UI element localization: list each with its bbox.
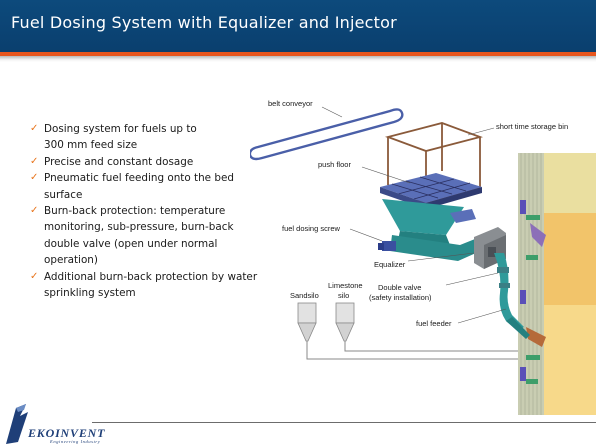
logo-tagline: Engineering Industry (50, 439, 101, 444)
label-fuel-feeder: fuel feeder (416, 319, 452, 328)
label-dosing-screw: fuel dosing screw (282, 224, 341, 233)
bullet-item: ✓ Dosing system for fuels up to 300 mm f… (30, 121, 290, 154)
bullet-text: operation) (44, 254, 98, 267)
checkmark-icon: ✓ (30, 172, 39, 184)
checkmark-icon: ✓ (30, 155, 39, 167)
label-limestone-silo: silo (338, 291, 349, 300)
bullet-list: ✓ Dosing system for fuels up to 300 mm f… (30, 121, 290, 301)
bullet-text: Dosing system for fuels up to (44, 123, 197, 135)
label-sandsilo: Sandsilo (290, 291, 319, 300)
bullet-text: 300 mm feed size (44, 139, 138, 152)
label-belt-conveyor: belt conveyor (268, 99, 313, 108)
label-push-floor: push floor (318, 160, 351, 169)
logo-wordmark: EKOINVENT (28, 426, 106, 440)
checkmark-icon: ✓ (30, 123, 39, 134)
label-limestone: Limestone (328, 281, 363, 290)
belt-conveyor (250, 108, 404, 161)
silo-feed-lines (306, 341, 518, 360)
bullet-item: ✓ Precise and constant dosage (30, 154, 290, 170)
push-floor (380, 173, 482, 209)
bullet-text: monitoring, sub-pressure, burn-back (44, 221, 234, 234)
bullet-text: double valve (open under normal (44, 237, 218, 250)
fuel-dosing-diagram: belt conveyor short time storage bin pus… (250, 99, 596, 415)
bullet-item: ✓ Burn-back protection: temperature moni… (30, 203, 290, 269)
header-shadow (0, 56, 596, 62)
checkmark-icon: ✓ (30, 270, 39, 282)
bullet-text: Pneumatic fuel feeding onto the bed (44, 172, 234, 185)
furnace-wall (518, 153, 596, 415)
accent-stripe (0, 52, 596, 56)
bullet-item: ✓ Additional burn-back protection by wat… (30, 269, 290, 302)
checkmark-icon: ✓ (30, 205, 39, 217)
bullet-text: Additional burn-back protection by water (44, 270, 258, 283)
label-safety-installation: (safety installation) (369, 293, 432, 302)
leader-lines (321, 106, 507, 324)
ekoinvent-logo (6, 404, 28, 444)
fuel-feeder (494, 253, 530, 339)
label-equalizer: Equalizer (374, 260, 406, 269)
bullet-text: Precise and constant dosage (44, 155, 194, 168)
bullet-text: Burn-back protection: temperature (44, 205, 226, 218)
label-double-valve: Double valve (378, 283, 421, 292)
label-storage-bin: short time storage bin (496, 122, 568, 131)
bullet-text: sprinkling system (44, 287, 136, 300)
bullet-item: ✓ Pneumatic fuel feeding onto the bed su… (30, 170, 290, 203)
bullet-text: surface (44, 188, 83, 201)
logo-mark-icon (6, 404, 28, 444)
sandsilo (297, 302, 317, 342)
slide-title: Fuel Dosing System with Equalizer and In… (11, 13, 397, 32)
title-bar: Fuel Dosing System with Equalizer and In… (0, 0, 596, 52)
footer-line (92, 422, 596, 423)
limestone-silo (335, 302, 355, 342)
